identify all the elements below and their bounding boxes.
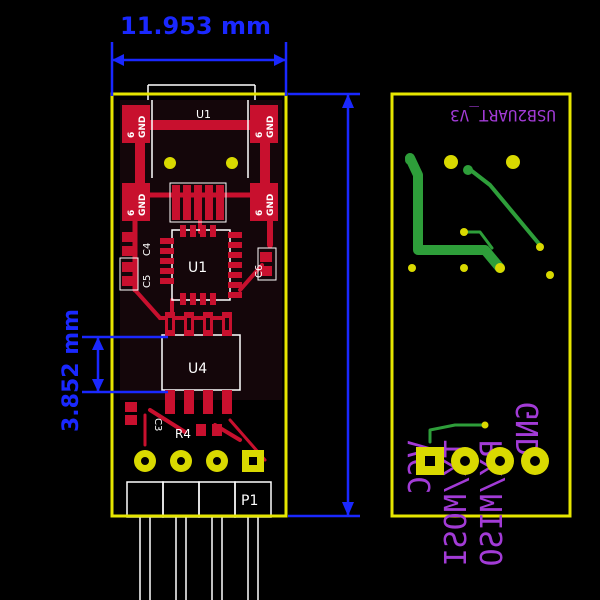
- gnd-pad-number: 6: [255, 210, 265, 216]
- front-board-fill: [120, 100, 282, 400]
- back-pin-labels: GND RX/MISO TX/MOSI VCC: [403, 402, 546, 566]
- usb-signal-pads: [172, 185, 224, 220]
- p1-label: P1: [241, 493, 258, 509]
- capacitor-c6: C6: [254, 247, 277, 281]
- header-p1-pads: [134, 450, 264, 472]
- c5-label: C5: [142, 275, 153, 288]
- gnd-pad-number: 6: [127, 132, 137, 138]
- usb-pad-outline: [169, 182, 227, 223]
- bottom-copper-traces: [405, 153, 542, 444]
- u1-label: U1: [188, 260, 207, 276]
- back-mount-hole: [506, 155, 520, 169]
- capacitor-c5: C5: [119, 257, 153, 291]
- back-via-pad: [405, 155, 415, 165]
- u4-chip: [161, 312, 241, 414]
- gnd-pad-number: 6: [255, 132, 265, 138]
- gnd-pad: [122, 183, 150, 221]
- front-board: 6 GND 6 GND 6 GND 6 GND U1: [110, 84, 288, 600]
- usb-mount-hole: [226, 157, 238, 169]
- resistor-r4: R4: [175, 424, 222, 441]
- gnd-pad: [122, 105, 150, 143]
- width-dimension-label: 11.953 mm: [120, 12, 271, 40]
- spacing-dimension: [82, 335, 168, 394]
- gnd-pad: [250, 105, 278, 143]
- u4-label: U4: [188, 361, 207, 377]
- usb-mount-hole: [164, 157, 176, 169]
- gnd-pad-net: GND: [138, 116, 148, 138]
- c3-label: C3: [152, 418, 163, 431]
- back-mount-hole: [444, 155, 458, 169]
- u1-top-label: U1: [196, 108, 211, 121]
- spacing-dimension-label: 3.852 mm: [59, 309, 84, 432]
- gnd-pad-labels: 6 GND 6 GND 6 GND 6 GND: [127, 116, 276, 216]
- gnd-pad-net: GND: [266, 116, 276, 138]
- back-header-pads: [416, 447, 549, 475]
- back-via-pad: [463, 165, 473, 175]
- gnd-pads: [122, 105, 278, 221]
- r4-label: R4: [175, 427, 191, 441]
- front-board-outline: [110, 92, 288, 518]
- capacitor-c3: C3: [125, 402, 163, 431]
- height-dimension: [288, 92, 360, 518]
- u1-chip: [160, 225, 242, 305]
- gnd-pad-net: GND: [138, 194, 148, 216]
- c6-label: C6: [254, 265, 265, 278]
- back-board: USB2UART_V3 GND RX/MISO TX/MOSI: [390, 92, 572, 566]
- gnd-pin-label: GND: [511, 402, 546, 456]
- gnd-pad: [250, 183, 278, 221]
- vias: [408, 228, 554, 429]
- back-board-name: USB2UART_V3: [450, 106, 556, 125]
- gnd-pad-net: GND: [266, 194, 276, 216]
- capacitor-c4: C4: [122, 232, 153, 256]
- back-board-outline: [390, 92, 572, 518]
- gnd-pad-number: 6: [127, 210, 137, 216]
- width-dimension: [110, 42, 288, 96]
- c4-label: C4: [142, 243, 153, 256]
